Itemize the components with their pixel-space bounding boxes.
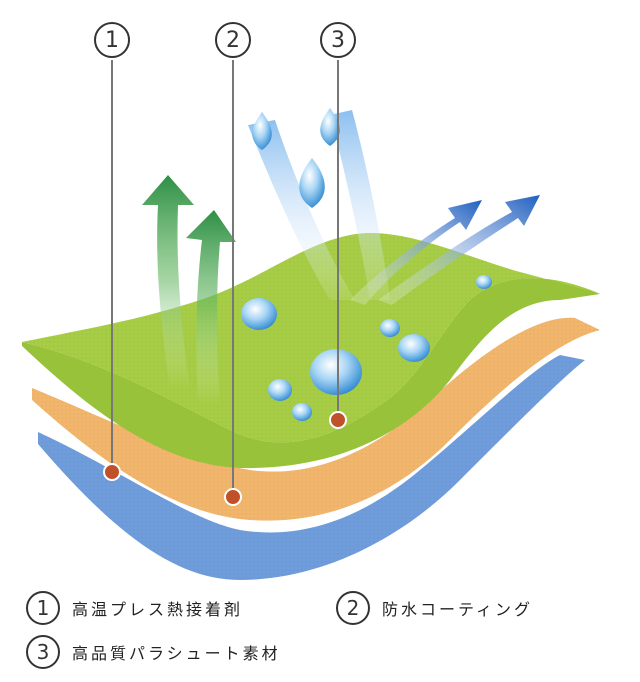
legend-label-3: 高品質パラシュート素材: [72, 644, 281, 663]
marker-dot-2: [224, 488, 242, 506]
adhesive-layer: [22, 233, 600, 469]
water-stream-left: [248, 120, 355, 300]
legend-number-1: 1: [26, 591, 60, 625]
water-stream-right: [330, 110, 390, 300]
marker-dot-3: [329, 411, 347, 429]
water-drop-icon: [320, 108, 340, 146]
legend-item-3: 3 高品質パラシュート素材: [26, 635, 281, 669]
water-drop-icon: [299, 158, 325, 208]
parachute-fabric-layer: [38, 355, 585, 580]
legend-label-1: 高温プレス熱接着剤: [72, 600, 244, 619]
deflect-arrow-2: [378, 195, 540, 305]
marker-dot-1: [103, 463, 121, 481]
legend-item-1: 1 高温プレス熱接着剤: [26, 591, 243, 625]
legend-label-2: 防水コーティング: [382, 600, 534, 619]
water-bead-icon: [241, 275, 492, 421]
legend-number-2: 2: [336, 591, 370, 625]
legend-item-2: 2 防水コーティング: [336, 591, 533, 625]
deflect-arrow-1: [350, 200, 482, 305]
callout-number-1: 1: [94, 22, 130, 58]
vapor-arrow-left: [142, 175, 194, 390]
callout-number-3: 3: [320, 22, 356, 58]
callout-number-2: 2: [215, 22, 251, 58]
water-drop-icon: [252, 112, 272, 150]
waterproof-coating-layer: [32, 317, 600, 521]
vapor-arrow-right: [186, 210, 236, 405]
legend-number-3: 3: [26, 635, 60, 669]
